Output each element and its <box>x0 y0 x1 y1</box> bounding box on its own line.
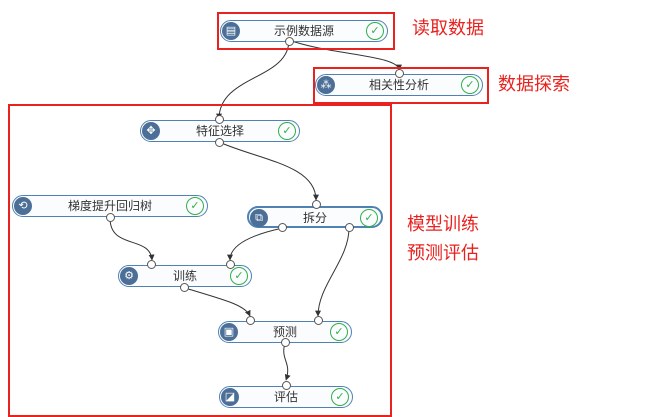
input-port[interactable] <box>215 115 224 124</box>
check-circle-icon: ✓ <box>278 122 296 140</box>
annotation-explore: 数据探索 <box>498 74 570 95</box>
read-data-frame <box>217 12 395 50</box>
check-circle-icon: ✓ <box>186 197 204 215</box>
output-port[interactable] <box>215 138 224 147</box>
input-port-right[interactable] <box>226 260 235 269</box>
edge-gbdt-to-train <box>109 217 155 261</box>
output-port[interactable] <box>281 338 290 347</box>
feature-select-icon: ✥ <box>142 122 160 140</box>
annotation-predict-eval: 预测评估 <box>407 243 479 264</box>
input-port-left[interactable] <box>147 260 156 269</box>
node-label: 特征选择 <box>195 124 244 138</box>
predict-icon: ▣ <box>220 323 238 341</box>
node-label: 预测 <box>272 325 297 339</box>
node-label: 拆分 <box>302 211 327 225</box>
node-label: 评估 <box>273 390 298 404</box>
node-sample-source[interactable]: ▤ 示例数据源 ✓ <box>220 20 388 42</box>
edge-feature-select-to-split <box>218 141 319 201</box>
input-port[interactable] <box>312 200 321 209</box>
edge-source-to-correlation <box>288 39 402 71</box>
check-circle-icon: ✓ <box>360 209 378 227</box>
output-port-right[interactable] <box>345 223 354 232</box>
edge-split-to-predict <box>315 227 350 317</box>
split-icon: ⧉ <box>250 209 268 227</box>
check-circle-icon: ✓ <box>330 323 348 341</box>
input-port[interactable] <box>282 381 291 390</box>
node-gbdt[interactable]: ⟲ 梯度提升回归树 ✓ <box>12 195 208 217</box>
node-label: 相关性分析 <box>368 78 429 92</box>
node-split[interactable]: ⧉ 拆分 ✓ <box>247 206 383 228</box>
output-port-left[interactable] <box>278 223 287 232</box>
correlation-icon: ⁂ <box>317 76 335 94</box>
output-port[interactable] <box>285 37 294 46</box>
annotation-model-train: 模型训练 <box>407 214 479 235</box>
input-port[interactable] <box>395 69 404 78</box>
input-port-left[interactable] <box>246 316 255 325</box>
node-evaluate[interactable]: ◪ 评估 ✓ <box>219 386 353 408</box>
input-port-right[interactable] <box>314 316 323 325</box>
node-predict[interactable]: ▣ 预测 ✓ <box>218 321 352 343</box>
edge-train-to-predict <box>184 287 251 317</box>
output-port[interactable] <box>106 213 115 222</box>
explore-frame <box>313 67 489 104</box>
node-train[interactable]: ⚙ 训练 ✓ <box>118 265 252 287</box>
node-label: 示例数据源 <box>273 24 334 38</box>
annotation-read-data: 读取数据 <box>412 18 484 39</box>
gbdt-icon: ⟲ <box>14 197 32 215</box>
check-circle-icon: ✓ <box>366 22 384 40</box>
train-icon: ⚙ <box>120 267 138 285</box>
model-frame <box>8 104 392 417</box>
data-source-icon: ▤ <box>222 22 240 40</box>
node-label: 训练 <box>172 269 197 283</box>
edge-split-to-train <box>227 227 284 261</box>
check-circle-icon: ✓ <box>331 388 349 406</box>
check-circle-icon: ✓ <box>461 76 479 94</box>
node-label: 梯度提升回归树 <box>67 199 152 213</box>
evaluate-icon: ◪ <box>221 388 239 406</box>
output-port[interactable] <box>180 283 189 292</box>
check-circle-icon: ✓ <box>230 267 248 285</box>
